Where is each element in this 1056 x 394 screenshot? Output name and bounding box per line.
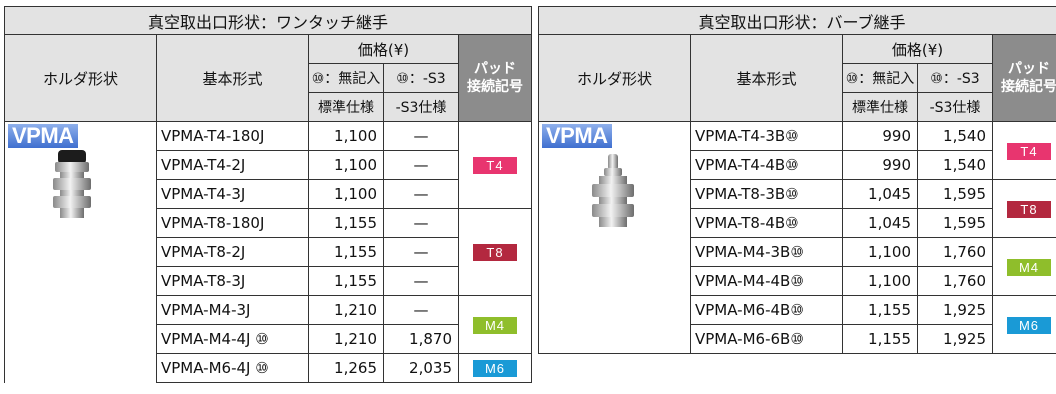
pad-code-badge-m6: M6 <box>473 360 517 377</box>
holder-shape-header: ホルダ形状 <box>4 34 157 122</box>
standard-spec-header: 標準仕様 <box>842 92 918 122</box>
s3-spec-code-header: ⑩：-S3 <box>383 63 459 93</box>
pad-code-badge-t8: T8 <box>1007 200 1051 218</box>
holder-shape-header: ホルダ形状 <box>538 34 691 122</box>
one-touch-holder-image <box>53 150 91 218</box>
table-row: VPMA-M4-3J 1,210 — M4 <box>5 295 532 354</box>
s3-spec-code-header: ⑩：-S3 <box>917 63 993 93</box>
table-title: 真空取出口形状：ワンタッチ継手 <box>4 6 532 35</box>
barb-fitting-table: 真空取出口形状：バーブ継手 ホルダ形状 基本形式 価格(¥) パッド接続記号 ⑩… <box>538 6 1056 354</box>
pad-connection-header: パッド接続記号 <box>992 34 1056 122</box>
pad-code-badge-m4: M4 <box>473 316 517 334</box>
price-header: 価格(¥) <box>308 34 459 64</box>
pad-code-badge-m6: M6 <box>1007 316 1051 334</box>
basic-model-header: 基本形式 <box>156 34 309 122</box>
holder-cell: VPMA <box>538 121 691 354</box>
table-row: VPMA-T4-4B⑩ 990 1,540 <box>539 150 1056 180</box>
barb-holder-image <box>592 154 634 227</box>
vpma-logo: VPMA <box>8 124 78 148</box>
table-row: VPMA VPMA-T4-180J 1,100 — T4 <box>4 121 532 383</box>
table-row: VPMA-M4-4J ⑩ 1,210 1,870 <box>5 324 532 354</box>
pad-code-badge-t4: T4 <box>1007 142 1051 160</box>
pad-code-badge-t8: T8 <box>473 244 517 261</box>
table-row: VPMA-T8-3B⑩ 1,045 1,595 T8 <box>539 179 1056 238</box>
pad-code-badge-t4: T4 <box>473 157 517 174</box>
pad-connection-header: パッド接続記号 <box>458 34 532 122</box>
table-row: VPMA-T8-4B⑩ 1,045 1,595 <box>539 208 1056 238</box>
table-row: VPMA-T4-3J 1,100 — <box>5 179 532 209</box>
one-touch-fitting-table: 真空取出口形状：ワンタッチ継手 ホルダ形状 基本形式 価格(¥) パッド接続記号… <box>4 6 532 383</box>
standard-spec-header: 標準仕様 <box>308 92 384 122</box>
table-row: VPMA-T8-3J 1,155 — <box>5 266 532 296</box>
vpma-logo: VPMA <box>542 124 612 148</box>
basic-model-header: 基本形式 <box>690 34 843 122</box>
standard-spec-code-header: ⑩：無記入 <box>842 63 918 93</box>
table-row: VPMA-T8-180J 1,155 — T8 <box>5 208 532 296</box>
table-row: VPMA-M6-4J ⑩ 1,265 2,035 M6 <box>5 353 532 383</box>
standard-spec-code-header: ⑩：無記入 <box>308 63 384 93</box>
holder-cell: VPMA <box>4 121 157 383</box>
table-row: VPMA-M4-4B⑩ 1,100 1,760 <box>539 266 1056 296</box>
table-row: VPMA-M4-3B⑩ 1,100 1,760 M4 <box>539 237 1056 296</box>
price-header: 価格(¥) <box>842 34 993 64</box>
table-row: VPMA VPMA-T4-3B⑩ 990 1,540 T4 <box>538 121 1056 354</box>
table-row: VPMA-M6-6B⑩ 1,155 1,925 <box>539 324 1056 354</box>
table-row: VPMA-T4-2J 1,100 — <box>5 150 532 180</box>
s3-spec-header: -S3仕様 <box>383 92 459 122</box>
table-row: VPMA-M6-4B⑩ 1,155 1,925 M6 <box>539 295 1056 354</box>
pad-code-badge-m4: M4 <box>1007 258 1051 276</box>
table-title: 真空取出口形状：バーブ継手 <box>538 6 1056 35</box>
s3-spec-header: -S3仕様 <box>917 92 993 122</box>
